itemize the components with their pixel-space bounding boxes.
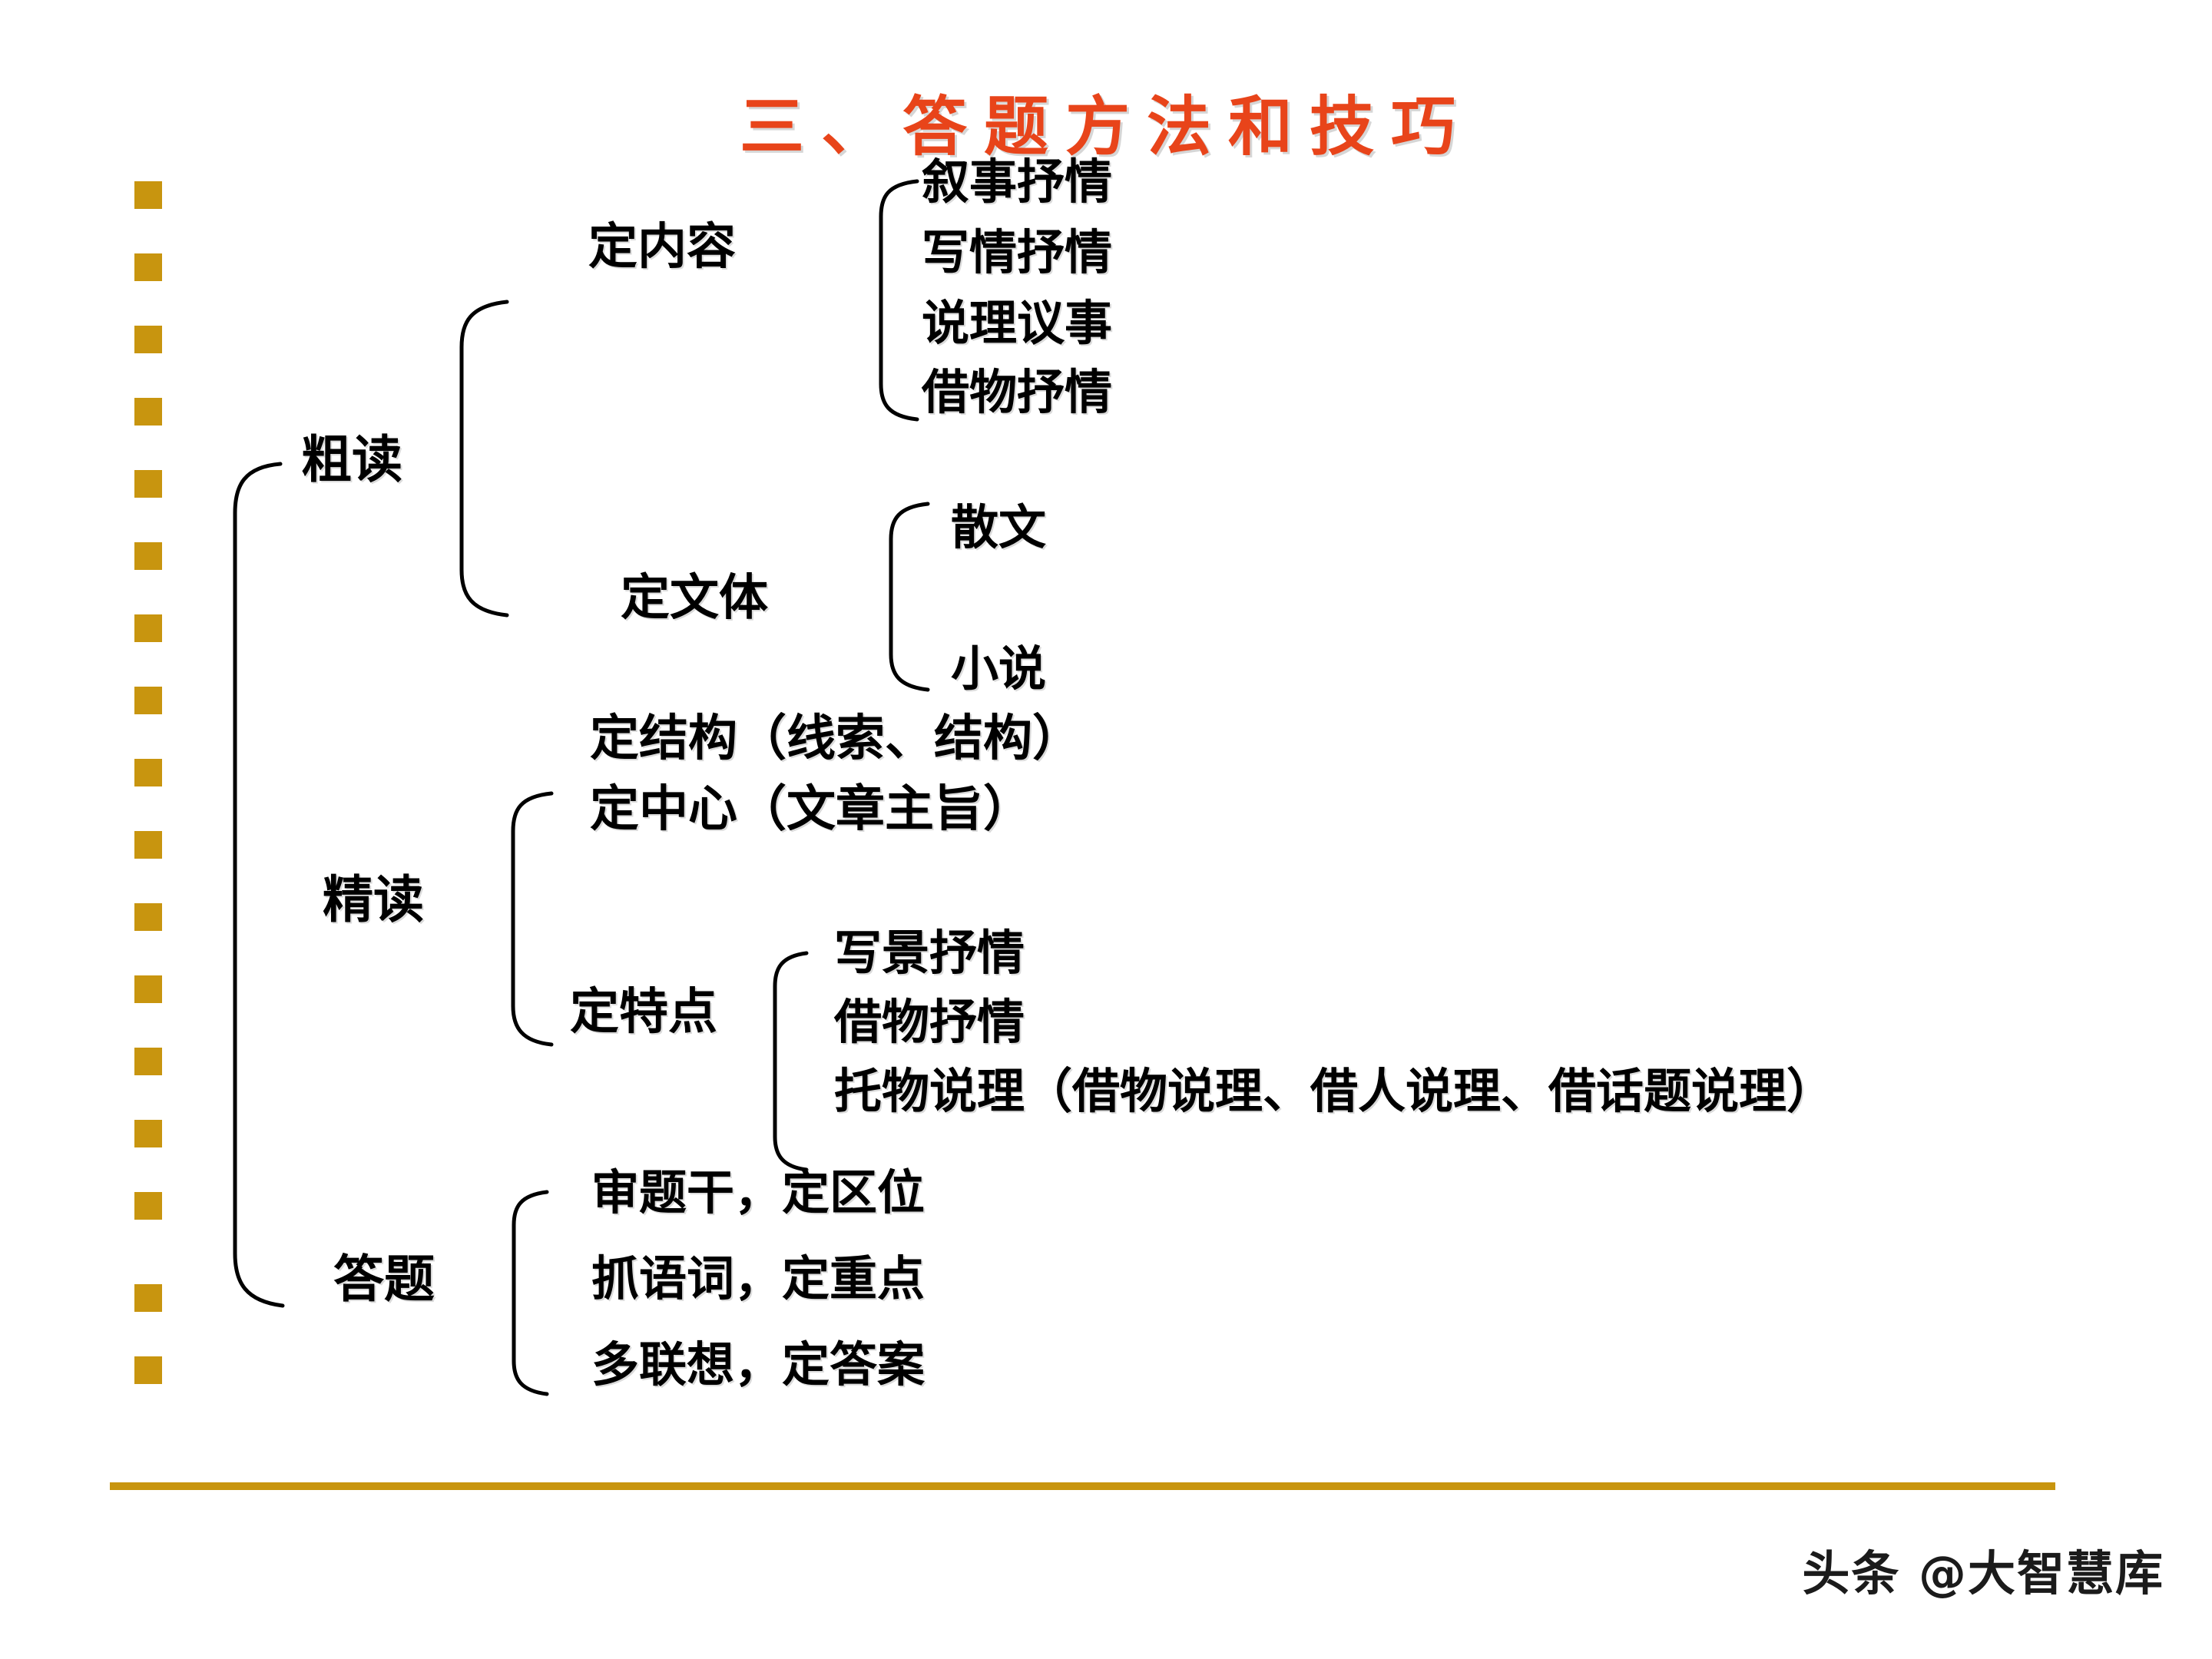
page-title: 三、答题方法和技巧 (739, 88, 1472, 164)
gold-square-bullet (134, 687, 162, 714)
bracket-root (233, 462, 285, 1308)
node-xiejing-shuqing: 写景抒情 (834, 925, 1025, 981)
bracket-cudu (459, 300, 509, 618)
bracket-jingdu (511, 791, 554, 1047)
gold-square-bullet (134, 181, 162, 209)
bracket-dati (512, 1190, 549, 1396)
node-jiewu-shuqing-2: 借物抒情 (834, 994, 1025, 1050)
node-xushi-shuqing: 叙事抒情 (922, 154, 1113, 210)
watermark-label: 头条 @大智慧库 (1802, 1545, 2164, 1601)
gold-square-bullet (134, 759, 162, 786)
node-zhua-yuci: 抓语词，定重点 (591, 1250, 926, 1306)
gold-square-bullet (134, 975, 162, 1003)
gold-square-bullet (134, 542, 162, 570)
node-jingdu: 精读 (323, 869, 424, 929)
node-shuoli-yishi: 说理议事 (922, 295, 1113, 351)
node-xieqing-shuqing: 写情抒情 (922, 224, 1113, 280)
bracket-ding-tedian (773, 951, 809, 1172)
gold-square-bullet (134, 253, 162, 281)
bracket-ding-neirong (879, 179, 919, 422)
node-duo-lianxiang: 多联想，定答案 (591, 1336, 926, 1392)
node-ding-wenti: 定文体 (621, 569, 768, 627)
node-ding-neirong: 定内容 (588, 218, 736, 276)
gold-square-bullet (134, 1048, 162, 1075)
node-ding-jiegou: 定结构（线索、结构） (590, 710, 1081, 767)
gold-square-bullet (134, 903, 162, 931)
gold-square-bullet (134, 470, 162, 498)
node-cudu: 粗读 (301, 429, 402, 489)
node-shen-timu: 审题干，定区位 (591, 1164, 926, 1220)
footer-divider (110, 1482, 2055, 1490)
gold-square-bullet (134, 831, 162, 859)
gold-square-bullet (134, 1356, 162, 1384)
node-jiewu-shuqing: 借物抒情 (922, 364, 1113, 420)
gold-square-bullet (134, 614, 162, 642)
gold-square-bullet (134, 326, 162, 353)
node-sanwen: 散文 (951, 499, 1047, 555)
gold-square-bullet (134, 398, 162, 426)
node-ding-zhongxin: 定中心（文章主旨） (590, 780, 1032, 838)
node-tuowu-shuoli: 托物说理（借物说理、借人说理、借话题说理） (834, 1063, 1835, 1119)
node-ding-tedian: 定特点 (570, 983, 717, 1041)
gold-square-bullet (134, 1192, 162, 1220)
gold-square-bullet (134, 1284, 162, 1312)
node-xiaoshuo: 小说 (951, 641, 1047, 697)
node-dati: 答题 (333, 1249, 435, 1309)
gold-square-bullet (134, 1120, 162, 1147)
bracket-ding-wenti (889, 502, 930, 692)
